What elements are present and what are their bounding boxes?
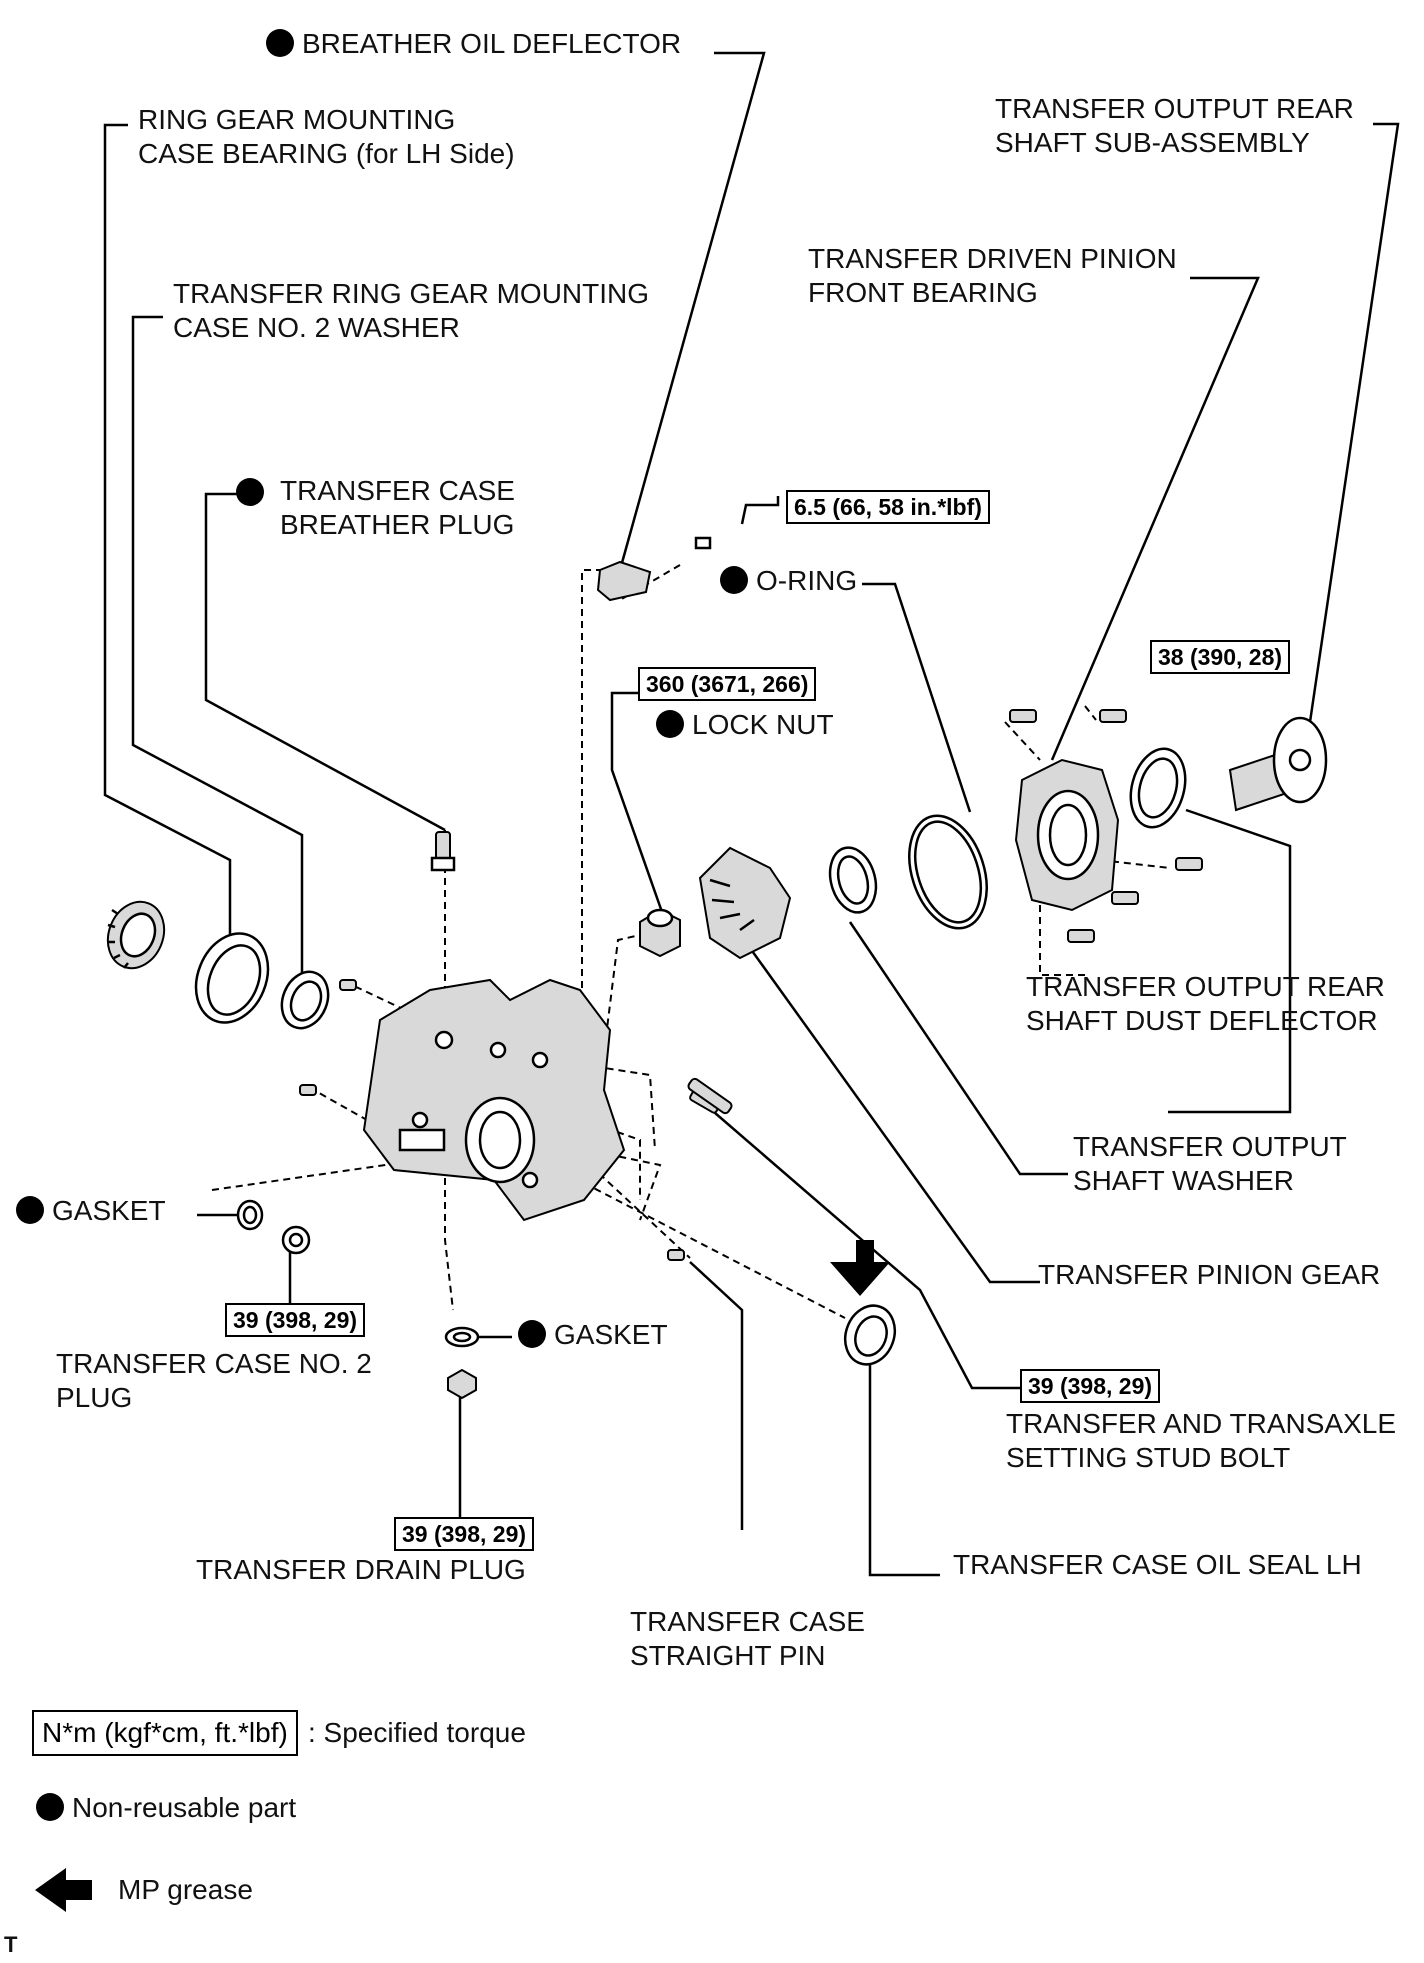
transfer-pinion-gear xyxy=(698,846,792,960)
legend-non-reusable: Non-reusable part xyxy=(36,1791,296,1825)
torque-breather-deflector-bolt: 6.5 (66, 58 in.*lbf) xyxy=(786,490,990,524)
gasket-left-part xyxy=(236,1199,264,1231)
legend-torque-unit: N*m (kgf*cm, ft.*lbf) xyxy=(32,1710,298,1756)
breather-oil-deflector xyxy=(596,536,712,602)
label-lock-nut: LOCK NUT xyxy=(656,708,834,742)
torque-stud-bolt: 39 (398, 29) xyxy=(1020,1369,1161,1403)
legend-mp-grease: MP grease xyxy=(118,1874,253,1905)
label-gasket-left: GASKET xyxy=(16,1194,166,1228)
drain-plug-part xyxy=(447,1368,477,1400)
oil-seal-lh-part xyxy=(843,1304,897,1366)
torque-drain-plug: 39 (398, 29) xyxy=(394,1517,535,1551)
small-bolts xyxy=(299,709,1203,1261)
no2-washer xyxy=(280,970,330,1030)
non-reusable-dot-icon xyxy=(518,1320,546,1348)
mp-grease-arrow-icon xyxy=(830,1240,890,1296)
torque-rear-shaft-bolts: 38 (390, 28) xyxy=(1150,640,1291,674)
output-rear-shaft xyxy=(1228,716,1328,812)
o-ring xyxy=(908,814,988,930)
label-breather-oil-deflector: BREATHER OIL DEFLECTOR xyxy=(266,27,681,61)
non-reusable-dot-icon xyxy=(236,478,264,506)
bearing-outer-race xyxy=(194,932,270,1024)
output-shaft-washer xyxy=(828,846,878,914)
torque-case-no2-plug: 39 (398, 29) xyxy=(225,1303,366,1337)
non-reusable-dot-icon xyxy=(16,1196,44,1224)
dust-deflector xyxy=(1129,747,1187,829)
non-reusable-dot-icon xyxy=(266,29,294,57)
label-gasket-center: GASKET xyxy=(518,1318,668,1352)
label-o-ring: O-RING xyxy=(720,564,857,598)
driven-pinion-front-bearing xyxy=(1014,758,1120,912)
non-reusable-dot-icon xyxy=(720,566,748,594)
gasket-center-part xyxy=(444,1326,480,1348)
lock-nut xyxy=(639,908,681,958)
breather-plug xyxy=(430,831,456,872)
torque-lock-nut: 360 (3671, 266) xyxy=(638,667,817,701)
case-no2-plug-part xyxy=(281,1225,311,1255)
filled-circle-icon xyxy=(36,1793,64,1821)
leader-lines xyxy=(103,51,1400,1577)
non-reusable-dot-icon xyxy=(656,710,684,738)
ring-gear-mounting-case-bearing xyxy=(106,900,166,970)
legend-torque-desc: : Specified torque xyxy=(308,1717,526,1748)
straight-pin-part xyxy=(687,1077,733,1115)
label-pinion-gear: TRANSFER PINION GEAR xyxy=(1038,1259,1381,1290)
transfer-case xyxy=(362,978,626,1222)
label-drain-plug: TRANSFER DRAIN PLUG xyxy=(196,1554,526,1585)
corner-mark: T xyxy=(4,1932,18,1957)
label-oil-seal-lh: TRANSFER CASE OIL SEAL LH xyxy=(953,1549,1362,1580)
left-arrow-icon xyxy=(35,1868,92,1912)
